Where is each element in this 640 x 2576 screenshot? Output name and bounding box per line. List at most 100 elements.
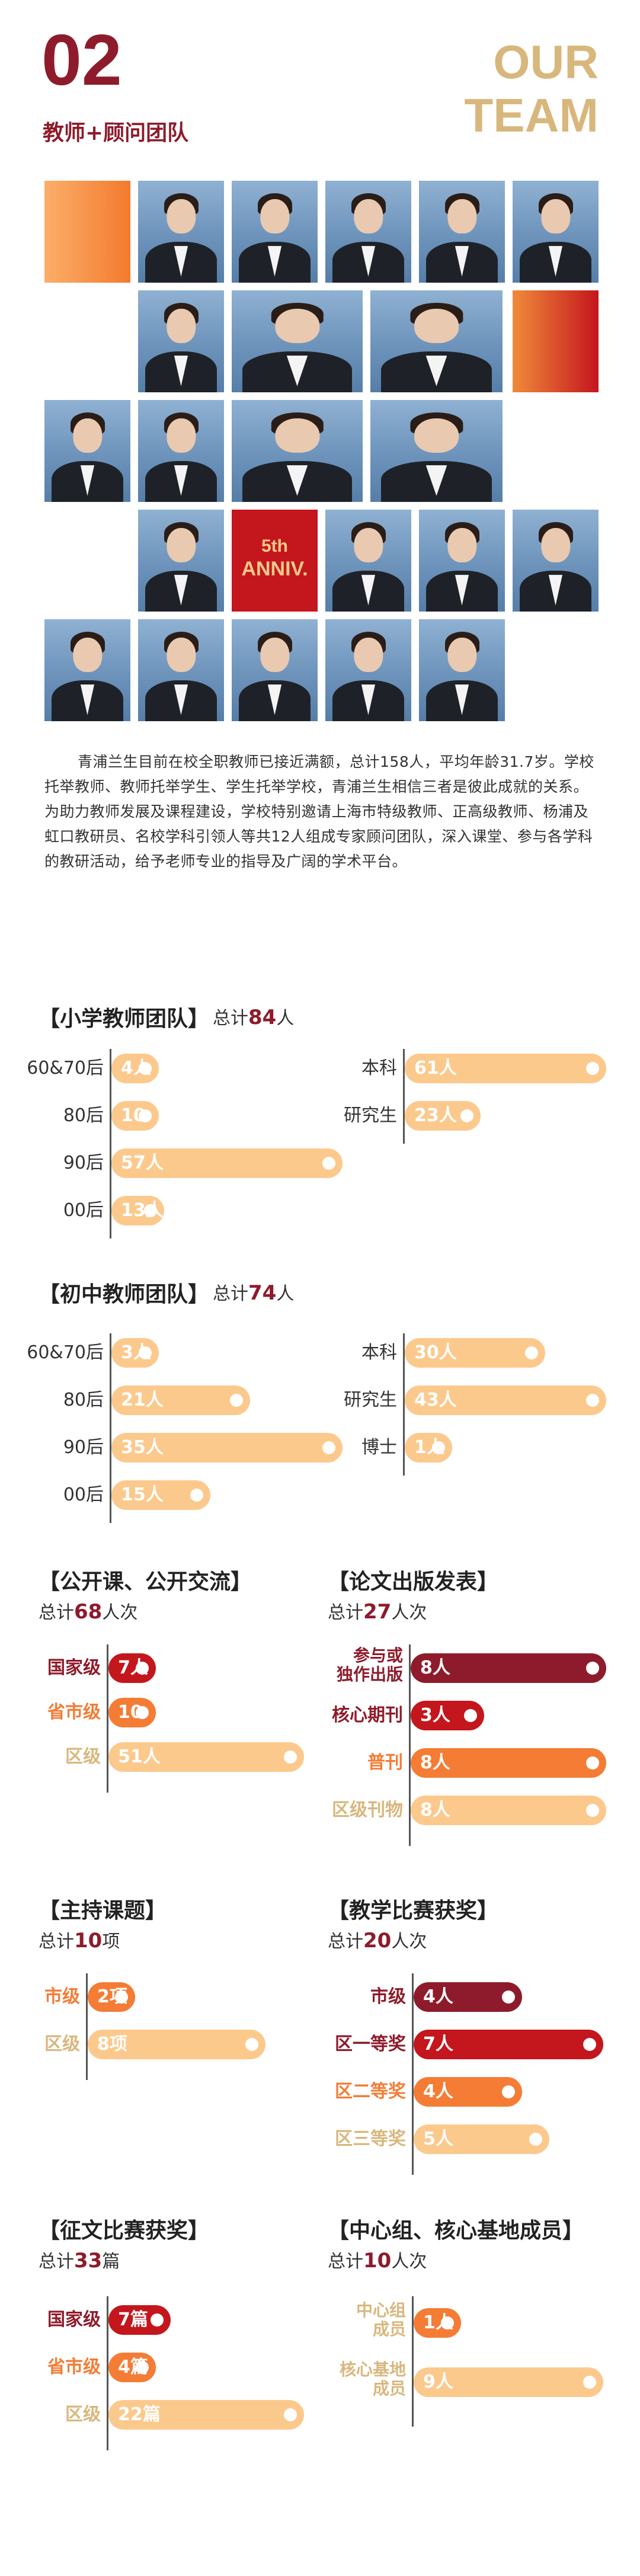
chart-title: 【初中教师团队】 [39,1282,210,1307]
bar-end-dot [284,1751,297,1764]
portrait-face [166,418,196,453]
bar-end-dot [139,1062,152,1075]
chart-title: 【中心组、核心基地成员】 [328,2219,584,2243]
chart-axis [110,1333,111,1523]
bar-value-label: 9人 [423,2372,453,2392]
chart-total: 总计74人 [213,1279,294,1305]
bar-end-dot [136,1662,149,1675]
teacher-portrait [325,181,411,283]
bar-label: 普刊 [367,1752,403,1773]
bar-end-dot [586,1756,599,1769]
portrait-face [166,637,196,673]
bar-value-label: 22篇 [118,2404,161,2425]
total-number: 74 [248,1281,277,1305]
bar-mark: 7人 [108,1653,156,1683]
bar-end-dot [529,2133,542,2146]
bar-mark: 8人 [411,1653,606,1683]
chart-axis [412,2296,414,2427]
chart-axis [107,2296,108,2450]
chart-axis [412,1973,414,2175]
bar-label: 区二等奖 [335,2081,406,2102]
total-prefix: 总计 [39,1931,74,1952]
bar-label: 博士 [361,1437,397,1458]
bar-label: 核心期刊 [332,1705,403,1726]
bar-end-dot [322,1441,335,1454]
bar-label: 市级 [44,1986,80,2007]
bar-label: 研究生 [344,1390,397,1410]
bar-mark: 2项 [88,1982,135,2012]
anniversary-line-2: ANNIV. [241,558,308,580]
anniversary-line-1: 5th [261,536,288,556]
teacher-portrait [232,181,318,283]
bar-label: 本科 [361,1342,397,1363]
bar-end-dot [432,1441,445,1454]
bar-end-dot [230,1394,243,1407]
teacher-portrait [232,290,363,392]
bar-value-label: 8人 [420,1800,450,1820]
bar-mark: 10人 [108,1698,156,1752]
chart-total: 总计27人次 [328,1598,427,1624]
bar-end-dot [136,2361,149,2374]
portrait-face [72,418,103,453]
bar-label: 区级 [65,1746,101,1767]
total-number: 27 [363,1600,392,1624]
total-number: 20 [363,1929,392,1953]
bar-end-dot [583,2376,596,2389]
total-prefix: 总计 [213,1284,248,1304]
portrait-face [260,199,290,234]
bar-label: 参与或 独作出版 [336,1646,403,1684]
bar-mark: 57人 [111,1148,343,1178]
bar-end-dot [322,1157,335,1170]
bar-end-dot [151,2313,164,2327]
decor-red-block [513,290,599,392]
bar-value-label: 7人 [423,2034,453,2055]
chart-total: 总计10项 [39,1927,120,1953]
bar-label: 研究生 [344,1105,397,1126]
bar-mark: 3人 [411,1701,484,1730]
bar-label: 60&70后 [27,1342,104,1363]
bar-end-dot [284,2408,297,2421]
bar-mark: 23人 [405,1101,481,1131]
bar-value-label: 4人 [423,2081,453,2102]
chart-title: 【论文出版发表】 [328,1570,499,1594]
bar-value-label: 8人 [420,1657,450,1678]
total-unit: 人次 [102,1602,138,1623]
total-unit: 项 [102,1931,120,1952]
bar-mark: 3人 [111,1338,159,1368]
bar-mark: 8项 [88,2030,265,2059]
bar-label: 本科 [361,1058,397,1079]
bar-label: 省市级 [47,1702,101,1723]
bar-value-label: 15人 [121,1484,164,1505]
bar-label: 80后 [63,1390,104,1410]
total-prefix: 总计 [328,2251,363,2272]
bar-end-dot [525,1346,539,1359]
bar-end-dot [115,1991,128,2004]
section-number: 02 [41,20,122,100]
portrait-face [353,199,383,234]
bar-label: 90后 [63,1153,104,1173]
teacher-portrait [419,181,505,283]
portrait-face [72,637,103,673]
bar-mark: 7人 [414,2030,603,2059]
portrait-face [166,199,196,234]
total-number: 33 [74,2249,103,2273]
bar-value-label: 51人 [118,1746,161,1767]
bar-label: 省市级 [47,2357,101,2377]
bar-label: 区级刊物 [332,1800,403,1820]
bar-mark: 4人 [111,1054,159,1083]
bar-label: 区级 [65,2404,101,2425]
chart-axis [110,1049,111,1239]
bar-label: 90后 [63,1437,104,1458]
bar-end-dot [586,1062,599,1075]
bar-end-dot [136,1706,149,1719]
chart-total: 总计20人次 [328,1927,427,1953]
portrait-face [447,527,477,563]
chart-axis [403,1333,405,1476]
bar-mark: 4篇 [108,2353,156,2382]
chart-title: 【征文比赛获奖】 [39,2219,210,2243]
bar-end-dot [139,1109,152,1122]
bar-value-label: 7篇 [118,2309,148,2330]
chart-axis [403,1049,405,1144]
teacher-portrait [419,510,505,612]
